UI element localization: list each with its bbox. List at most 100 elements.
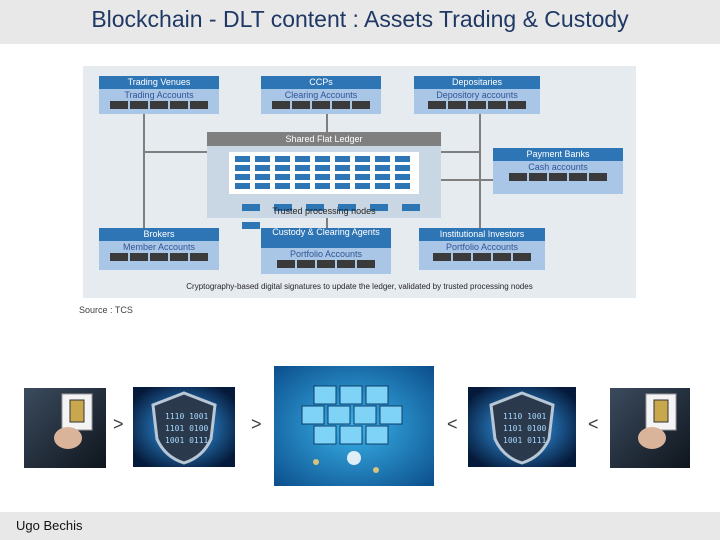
nodes-label: Trusted processing nodes — [272, 206, 376, 216]
cube-block — [327, 405, 351, 425]
ledger-cell — [355, 174, 370, 180]
connector-right-vertical — [479, 114, 481, 228]
ledger-cell — [335, 174, 350, 180]
box-sub: Cash accounts — [528, 162, 588, 172]
ledger-cell — [395, 165, 410, 171]
ledger-cell — [355, 165, 370, 171]
cube-block — [339, 425, 363, 445]
author-name: Ugo Bechis — [16, 518, 83, 533]
account-blocks — [419, 253, 545, 263]
businessman-card-image-left — [24, 388, 106, 468]
slide-title: Blockchain - DLT content : Assets Tradin… — [91, 6, 629, 32]
ledger-grid — [229, 152, 419, 194]
account-blocks — [261, 101, 381, 111]
sequence-arrow-2: > — [251, 414, 262, 434]
cube-block — [365, 385, 389, 405]
box-ccps: CCPs Clearing Accounts — [261, 76, 381, 114]
sequence-arrow-3: < — [447, 414, 458, 434]
ledger-cell — [315, 174, 330, 180]
box-institutional-investors: Institutional Investors Portfolio Accoun… — [419, 228, 545, 270]
ledger-cell — [255, 183, 270, 189]
connector-left-horizontal — [143, 151, 207, 153]
svg-text:1110 1001: 1110 1001 — [503, 412, 547, 421]
ledger-cell — [375, 156, 390, 162]
box-header: Brokers — [99, 228, 219, 241]
ledger-title: Shared Flat Ledger — [207, 132, 441, 146]
box-sub: Clearing Accounts — [284, 90, 358, 100]
box-sub: Portfolio Accounts — [289, 249, 363, 259]
ledger-cell — [235, 174, 250, 180]
ledger-cell — [395, 183, 410, 189]
account-blocks — [493, 173, 623, 183]
ledger-cell — [235, 165, 250, 171]
ledger-cell — [375, 174, 390, 180]
ledger-cell — [255, 174, 270, 180]
box-header: Trading Venues — [99, 76, 219, 89]
ledger-cell — [315, 165, 330, 171]
ledger-cell — [315, 183, 330, 189]
cube-block — [365, 425, 389, 445]
account-blocks — [99, 253, 219, 263]
box-header: Institutional Investors — [419, 228, 545, 241]
dlt-diagram: Trading Venues Trading Accounts CCPs Cle… — [83, 66, 636, 298]
account-blocks — [261, 260, 391, 270]
box-header: Custody & Clearing Agents — [261, 228, 391, 248]
title-bar — [0, 0, 720, 44]
box-depositaries: Depositaries Depository accounts — [414, 76, 540, 114]
ledger-cell — [375, 183, 390, 189]
shield-icon: 1110 1001 1101 0100 1001 0111 — [133, 387, 235, 467]
blockchain-cubes-image — [274, 366, 434, 486]
ledger-cell — [355, 183, 370, 189]
security-shield-image-right: 1110 1001 1101 0100 1001 0111 — [468, 387, 576, 467]
ledger-cell — [315, 156, 330, 162]
box-trading-venues: Trading Venues Trading Accounts — [99, 76, 219, 114]
svg-text:1001 0111: 1001 0111 — [165, 436, 209, 445]
security-shield-image-left: 1110 1001 1101 0100 1001 0111 — [133, 387, 235, 467]
box-sub: Member Accounts — [122, 242, 196, 252]
businessman-card-image-right — [610, 388, 690, 468]
box-header: CCPs — [261, 76, 381, 89]
ledger-cell — [355, 156, 370, 162]
sequence-arrow-1: > — [113, 414, 124, 434]
processing-nodes — [235, 198, 441, 234]
ledger-cell — [275, 183, 290, 189]
ledger-cell — [335, 165, 350, 171]
connector-payment — [441, 179, 493, 181]
blockchain-cubes-icon — [274, 366, 434, 486]
ledger-cell — [335, 156, 350, 162]
businessman-card-icon — [610, 388, 690, 468]
box-sub: Portfolio Accounts — [445, 242, 519, 252]
connector-right-horizontal — [441, 151, 481, 153]
box-header: Payment Banks — [493, 148, 623, 161]
ledger-cell — [295, 165, 310, 171]
cube-block — [313, 425, 337, 445]
ledger-cell — [395, 174, 410, 180]
svg-text:1101 0100: 1101 0100 — [165, 424, 209, 433]
cube-block — [379, 405, 403, 425]
box-custody-agents: Custody & Clearing Agents Portfolio Acco… — [261, 228, 391, 274]
connector-center-bottom — [326, 218, 328, 228]
account-blocks — [414, 101, 540, 111]
connector-center-top — [326, 114, 328, 132]
source-note: Source : TCS — [79, 305, 133, 315]
svg-text:1001 0111: 1001 0111 — [503, 436, 547, 445]
ledger-cell — [275, 165, 290, 171]
ledger-cell — [275, 156, 290, 162]
cube-block — [301, 405, 325, 425]
cube-block — [353, 405, 377, 425]
connector-left-vertical — [143, 114, 145, 228]
ledger-cell — [395, 156, 410, 162]
svg-text:1110 1001: 1110 1001 — [165, 412, 209, 421]
svg-text:1101 0100: 1101 0100 — [503, 424, 547, 433]
sequence-arrow-4: < — [588, 414, 599, 434]
shared-ledger: Shared Flat Ledger Trusted processing no… — [207, 132, 441, 229]
businessman-card-icon — [24, 388, 106, 468]
box-sub: Depository accounts — [436, 90, 518, 100]
shield-icon: 1110 1001 1101 0100 1001 0111 — [468, 387, 576, 467]
ledger-cell — [255, 165, 270, 171]
box-brokers: Brokers Member Accounts — [99, 228, 219, 270]
diagram-caption: Cryptography-based digital signatures to… — [186, 282, 533, 291]
ledger-cell — [295, 183, 310, 189]
box-payment-banks: Payment Banks Cash accounts — [493, 148, 623, 194]
cube-block — [339, 385, 363, 405]
